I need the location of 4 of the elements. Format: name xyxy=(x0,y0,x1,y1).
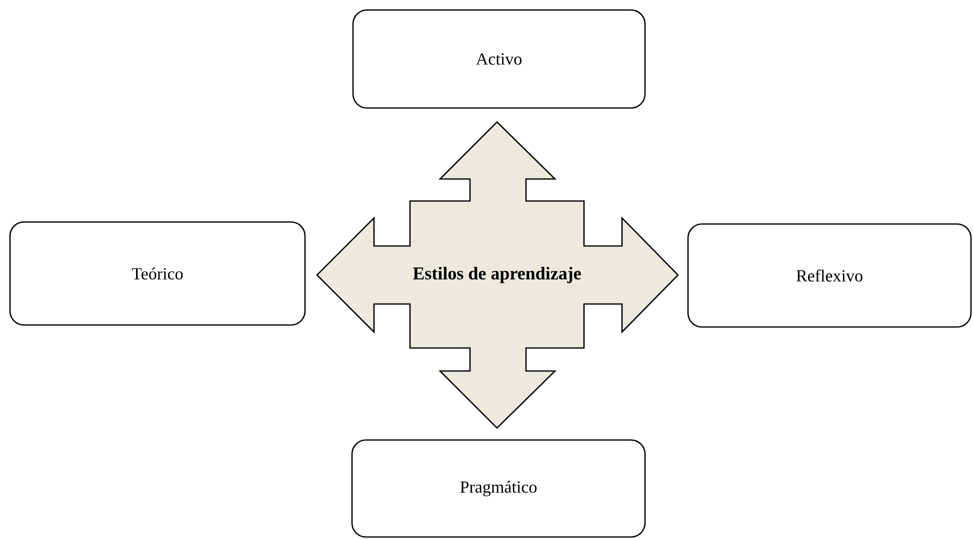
rounded-box: Pragmático xyxy=(351,439,646,538)
rounded-box: Teórico xyxy=(9,221,306,326)
rounded-box: Reflexivo xyxy=(687,223,972,328)
rounded-box: Activo xyxy=(352,9,646,109)
